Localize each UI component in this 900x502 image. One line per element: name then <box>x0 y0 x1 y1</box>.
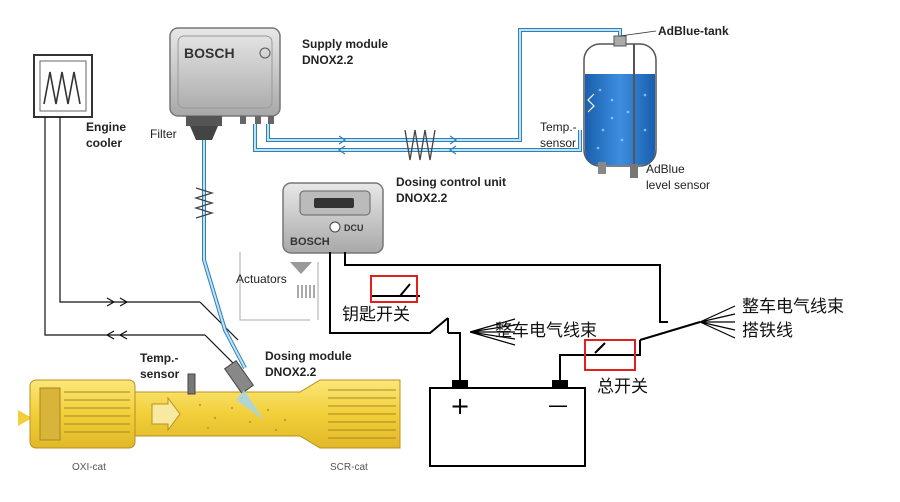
dosing-module-label-1: Dosing module <box>265 349 352 363</box>
tank-temp-sensor-label-2: sensor <box>540 136 576 150</box>
actuators <box>239 252 319 321</box>
actuators-label: Actuators <box>236 272 287 286</box>
level-sensor-label-1: AdBlue <box>646 162 685 176</box>
dcu-badge: DCU <box>344 223 364 233</box>
battery-negative-label: — <box>548 393 568 417</box>
engine-cooler <box>33 54 93 118</box>
harness-right-label-1: 整车电气线束 <box>742 297 844 317</box>
supply-module-label-2: DNOX2.2 <box>302 53 354 67</box>
exhaust-system <box>18 360 401 449</box>
exhaust-temp-sensor-label-1: Temp.- <box>140 351 178 365</box>
scr-cat-label: SCR-cat <box>330 462 368 473</box>
battery <box>429 380 586 467</box>
engine-cooler-label-1: Engine <box>86 120 126 134</box>
adblue-tank <box>583 35 657 178</box>
battery-positive-label: + <box>450 392 470 420</box>
dosing-control-unit: BOSCH DCU <box>282 182 384 254</box>
exhaust-temp-sensor-label-2: sensor <box>140 367 180 381</box>
main-switch-label: 总开关 <box>597 377 648 397</box>
harness-right-label-2: 搭铁线 <box>742 321 793 341</box>
filter-label: Filter <box>150 127 177 141</box>
heater-coil-icon <box>193 129 436 219</box>
tank-temp-sensor-label-1: Temp.- <box>540 120 577 134</box>
level-sensor-label-2: level sensor <box>646 178 710 192</box>
key-switch-label: 钥匙开关 <box>342 305 410 325</box>
supply-module-brand: BOSCH <box>184 45 235 61</box>
coolant-return-lines <box>44 117 239 369</box>
adblue-tank-label: AdBlue-tank <box>658 24 729 38</box>
key-switch-highlight <box>370 275 418 303</box>
dcu-brand: BOSCH <box>290 236 330 248</box>
engine-cooler-label-2: cooler <box>86 136 122 150</box>
supply-module: BOSCH <box>169 27 281 140</box>
supply-module-label-1: Supply module <box>302 37 388 51</box>
oxi-cat-label: OXI-cat <box>72 462 106 473</box>
main-switch-highlight <box>584 339 636 371</box>
dcu-label-1: Dosing control unit <box>396 175 506 189</box>
harness-center-label: 整车电气线束 <box>495 321 597 341</box>
dcu-label-2: DNOX2.2 <box>396 191 448 205</box>
wiring-harness <box>329 252 736 385</box>
dosing-module-label-2: DNOX2.2 <box>265 365 317 379</box>
